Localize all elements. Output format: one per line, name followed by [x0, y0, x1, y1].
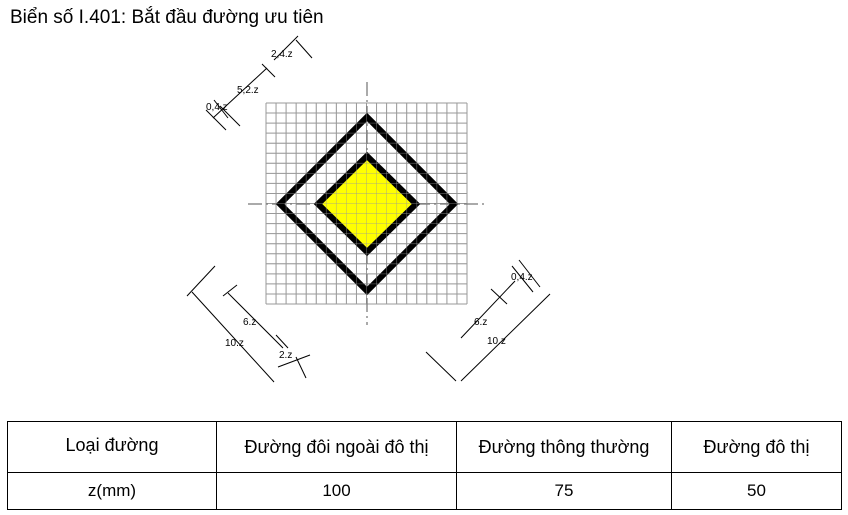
page-title: Biển số I.401: Bắt đầu đường ưu tiên — [10, 7, 324, 28]
header-road-type: Loại đường — [7, 421, 217, 473]
value-normal-road: 75 — [456, 472, 672, 510]
dim-mid-offset: 5,2.z — [237, 85, 259, 96]
bottom-left-dimensions — [186, 265, 311, 383]
header-divided-road: Đường đôi ngoài đô thị — [216, 421, 457, 473]
dim-left-gap: 2.z — [279, 350, 292, 361]
dim-left-inner: 6.z — [243, 317, 256, 328]
dim-right-small: 0,4.z — [511, 272, 533, 283]
dim-top-offset: 2,4.z — [271, 49, 293, 60]
inner-yellow-diamond — [313, 151, 421, 257]
sign-diagram: 2,4.z 5,2.z 0,4.z 6.z 10.z 2.z 0,4.z 6.z… — [186, 35, 551, 383]
table-row: z(mm) 100 75 50 — [7, 472, 842, 510]
top-left-dimensions — [205, 35, 313, 131]
header-urban-road: Đường đô thị — [671, 421, 842, 473]
size-table: Loại đường Đường đôi ngoài đô thị Đường … — [7, 421, 842, 510]
value-urban-road: 50 — [671, 472, 842, 510]
header-normal-road: Đường thông thường — [456, 421, 672, 473]
dim-small-offset: 0,4.z — [206, 102, 228, 113]
dim-left-outer: 10.z — [225, 338, 244, 349]
grid-overlay — [265, 102, 468, 305]
row-label-z: z(mm) — [7, 472, 217, 510]
dim-right-inner: 6.z — [474, 317, 487, 328]
dim-right-outer: 10.z — [487, 336, 506, 347]
value-divided-road: 100 — [216, 472, 457, 510]
table-header-row: Loại đường Đường đôi ngoài đô thị Đường … — [7, 421, 842, 473]
bottom-right-dimensions — [425, 259, 551, 382]
outer-diamond — [275, 112, 459, 296]
